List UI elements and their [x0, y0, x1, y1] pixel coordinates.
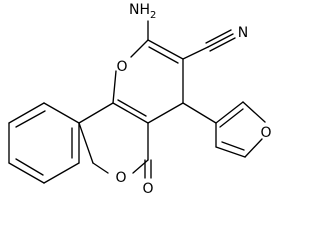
bond-cn-triple-b	[207, 33, 234, 48]
bond-c2-c3	[147, 39, 184, 60]
bond-c4-c4a	[147, 102, 184, 124]
bond-c6a-c10a	[78, 122, 94, 164]
bond-furan-1	[215, 101, 244, 124]
bond-cn-triple-a	[205, 29, 232, 44]
bonds	[8, 20, 266, 184]
pyran-o-label: O	[116, 59, 127, 75]
bond-c5-o6	[132, 159, 149, 174]
bond-furan-1-double	[219, 108, 244, 128]
bond-c4-furan	[182, 102, 217, 124]
furan-o-label: O	[260, 125, 271, 141]
molecule-structure-diagram: NH2 N O O O O	[8, 2, 272, 196]
bond-c4a-c10b-double	[117, 99, 147, 117]
bond-furan-2	[242, 101, 266, 123]
bond-c3-cn	[182, 46, 209, 60]
bond-c10a-c10b	[78, 102, 114, 124]
bond-furan-3	[244, 138, 263, 158]
bond-furan-4	[215, 146, 246, 158]
bond-c2-c3-double	[148, 46, 179, 64]
bond-furan-4-double	[221, 141, 245, 151]
bond-benz-5	[43, 162, 80, 184]
nitrile-n-label: N	[238, 25, 248, 41]
bond-o6-c6a	[92, 162, 109, 174]
carbonyl-o-label: O	[142, 181, 153, 196]
amino-label: NH2	[129, 2, 156, 21]
bond-benz-inner-1	[15, 110, 46, 128]
bond-benz-1	[43, 102, 80, 124]
bond-benz-4	[8, 162, 45, 184]
bond-c10b-o1	[112, 70, 117, 104]
bond-o1-c2	[130, 39, 149, 58]
atom-labels: NH2 N O O O O	[115, 2, 271, 196]
bond-benz-2	[8, 102, 45, 124]
lactone-o-label: O	[115, 170, 126, 186]
bond-benz-inner-2	[15, 158, 44, 176]
bond-c4a-c10b	[112, 102, 149, 124]
bond-cn-triple-c	[209, 37, 236, 52]
